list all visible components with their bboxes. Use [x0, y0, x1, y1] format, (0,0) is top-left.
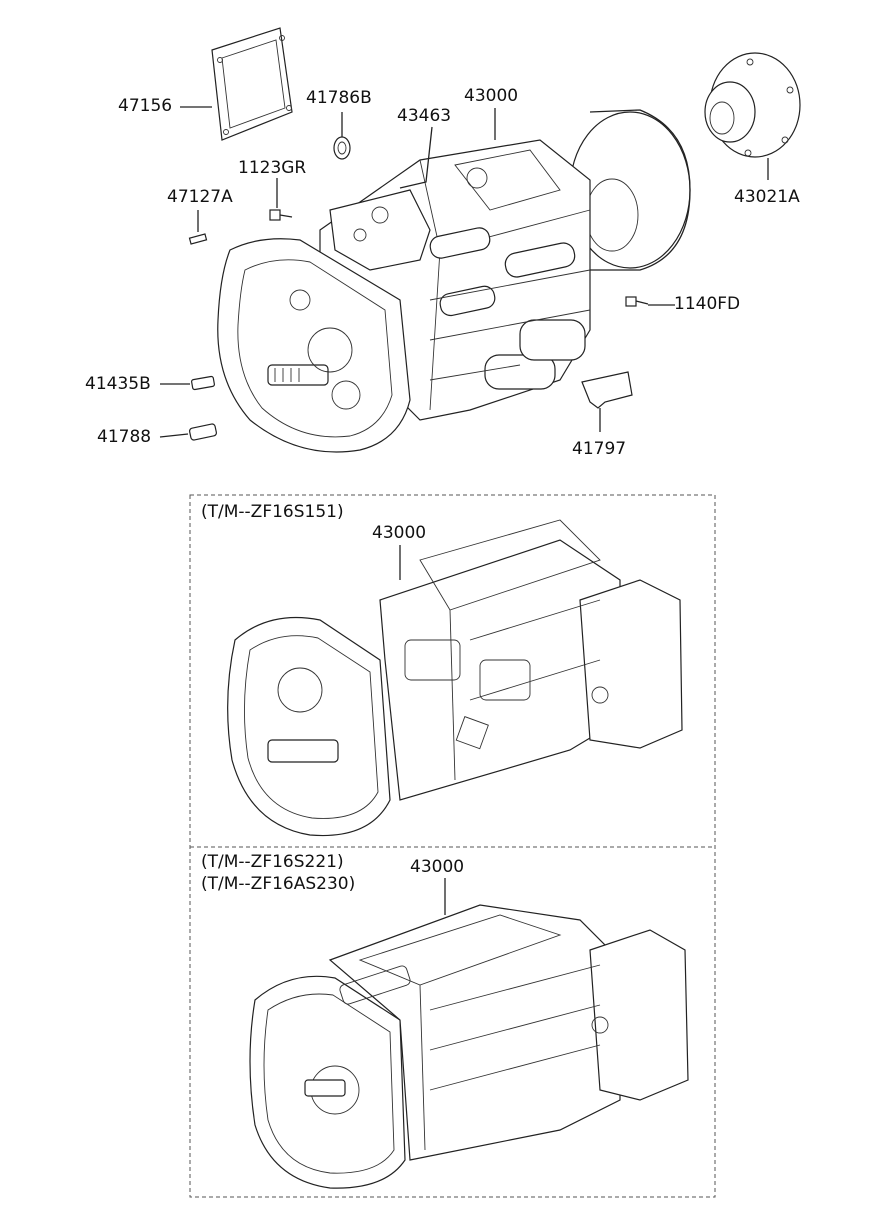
caption-zf16as230: (T/M--ZF16AS230) [201, 874, 356, 894]
caption-zf16s151: (T/M--ZF16S151) [201, 502, 344, 522]
caption-zf16s221: (T/M--ZF16S221) [201, 852, 344, 872]
bracket-41797 [581, 371, 633, 409]
leader-lines-top [159, 106, 769, 438]
label-43000-top: 43000 [464, 86, 519, 106]
variant-frame [189, 494, 716, 1198]
label-43021a: 43021A [734, 187, 800, 207]
label-1140fd: 1140FD [674, 294, 741, 314]
bolt-1140fd [625, 296, 649, 307]
label-41786b: 41786B [306, 88, 372, 108]
main-transmission [217, 109, 691, 453]
label-43000-bot: 43000 [410, 857, 465, 877]
label-41797: 41797 [572, 439, 627, 459]
seal-41786b [333, 136, 351, 160]
plug-41788 [188, 423, 218, 441]
label-41788: 41788 [97, 427, 152, 447]
bolt-1123gr [269, 209, 293, 221]
variant-frames [189, 494, 716, 1198]
label-43000-mid: 43000 [372, 523, 427, 543]
pin-47127a [188, 233, 208, 245]
flange-43021a [704, 52, 801, 158]
label-47127a: 47127A [167, 187, 233, 207]
label-43463: 43463 [397, 106, 452, 126]
gasket-47156 [211, 27, 293, 141]
bolt-41435b [191, 375, 215, 391]
transmission-zf16s151 [227, 519, 683, 837]
label-41435b: 41435B [85, 374, 151, 394]
label-47156: 47156 [118, 96, 173, 116]
label-1123gr: 1123GR [238, 158, 307, 178]
transmission-zf16s221 [249, 878, 689, 1189]
